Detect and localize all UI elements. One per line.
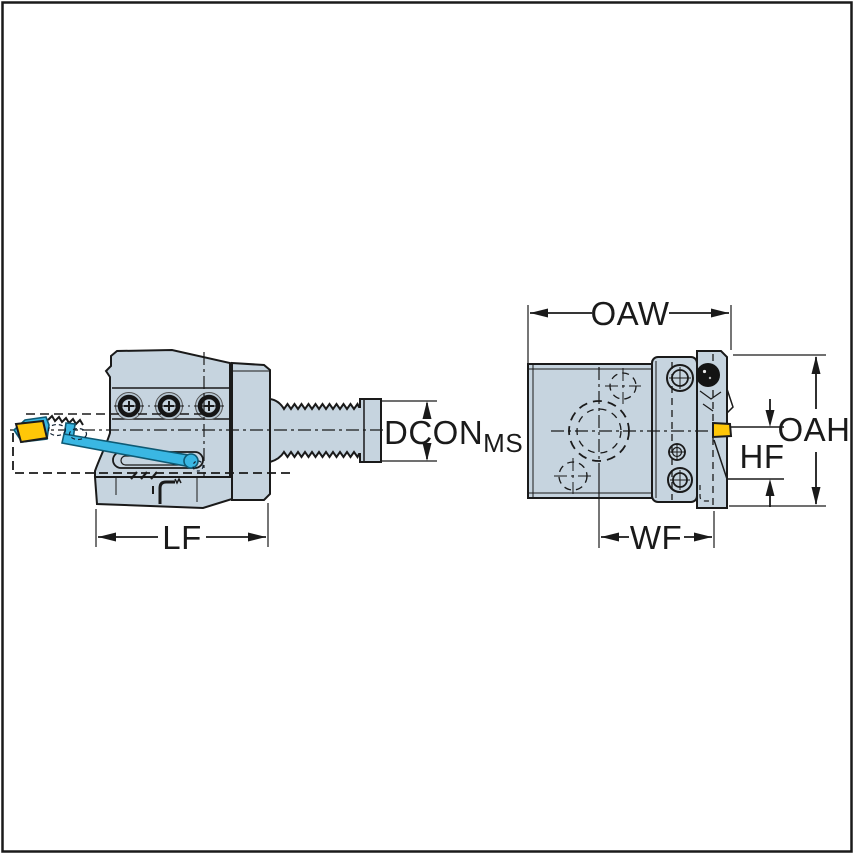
- oaw-dimension: OAW: [527, 295, 732, 363]
- dim-label-oah: OAH: [777, 411, 850, 448]
- screw-icon: [668, 443, 686, 461]
- blade-serration: [47, 414, 84, 426]
- front-view: OAW OAH HF WF: [527, 295, 850, 556]
- arrow-up: [811, 356, 821, 374]
- arrow-left: [530, 308, 548, 318]
- arrow-right: [711, 308, 729, 318]
- serration-marks: [130, 471, 158, 480]
- dim-label-oaw: OAW: [590, 295, 669, 332]
- holder-base: [93, 476, 233, 510]
- insert-tip: [14, 419, 49, 444]
- arrow-left: [601, 532, 619, 542]
- dim-label-hf: HF: [740, 438, 785, 475]
- blade-edge: [713, 439, 728, 480]
- screw-icon: [666, 364, 694, 392]
- hidden-screw: [192, 460, 204, 472]
- insert-tip-front: [712, 421, 733, 439]
- arrow-left: [98, 532, 116, 542]
- hf-dimension: HF: [727, 399, 785, 507]
- hidden-detail: [699, 485, 713, 502]
- dim-label-wf: WF: [630, 519, 682, 556]
- hidden-screw: [68, 427, 88, 441]
- arrow-down: [765, 410, 775, 427]
- screw-icon: [667, 467, 693, 493]
- wf-dimension: WF: [601, 511, 715, 556]
- side-view: LF DCONMS: [10, 348, 523, 556]
- blade-seat: [702, 403, 714, 412]
- oah-dimension: OAH: [729, 354, 850, 507]
- lf-dimension: LF: [95, 503, 269, 556]
- cutting-blade: [12, 414, 204, 472]
- blade-edge: [726, 388, 734, 414]
- arrow-down: [422, 443, 432, 461]
- clamp-screw-icon: [696, 363, 720, 387]
- arrow-right: [694, 532, 712, 542]
- hidden-screw: [47, 423, 67, 437]
- dim-label-lf: LF: [162, 519, 202, 556]
- arrow-up: [422, 401, 432, 419]
- arrow-down: [811, 487, 821, 505]
- dcon-text: DCON: [384, 414, 483, 451]
- blade-seat: [699, 390, 722, 400]
- flange: [231, 361, 271, 501]
- hidden-outline: [12, 433, 290, 474]
- dcon-dimension: DCONMS: [382, 400, 523, 462]
- arrow-up: [765, 479, 775, 496]
- dcon-subscript: MS: [483, 428, 523, 458]
- hex-key-icon: [152, 477, 182, 504]
- arrow-right: [248, 532, 266, 542]
- dim-label-dcon: DCONMS: [384, 414, 523, 458]
- blade-clamp-screw: [183, 453, 199, 469]
